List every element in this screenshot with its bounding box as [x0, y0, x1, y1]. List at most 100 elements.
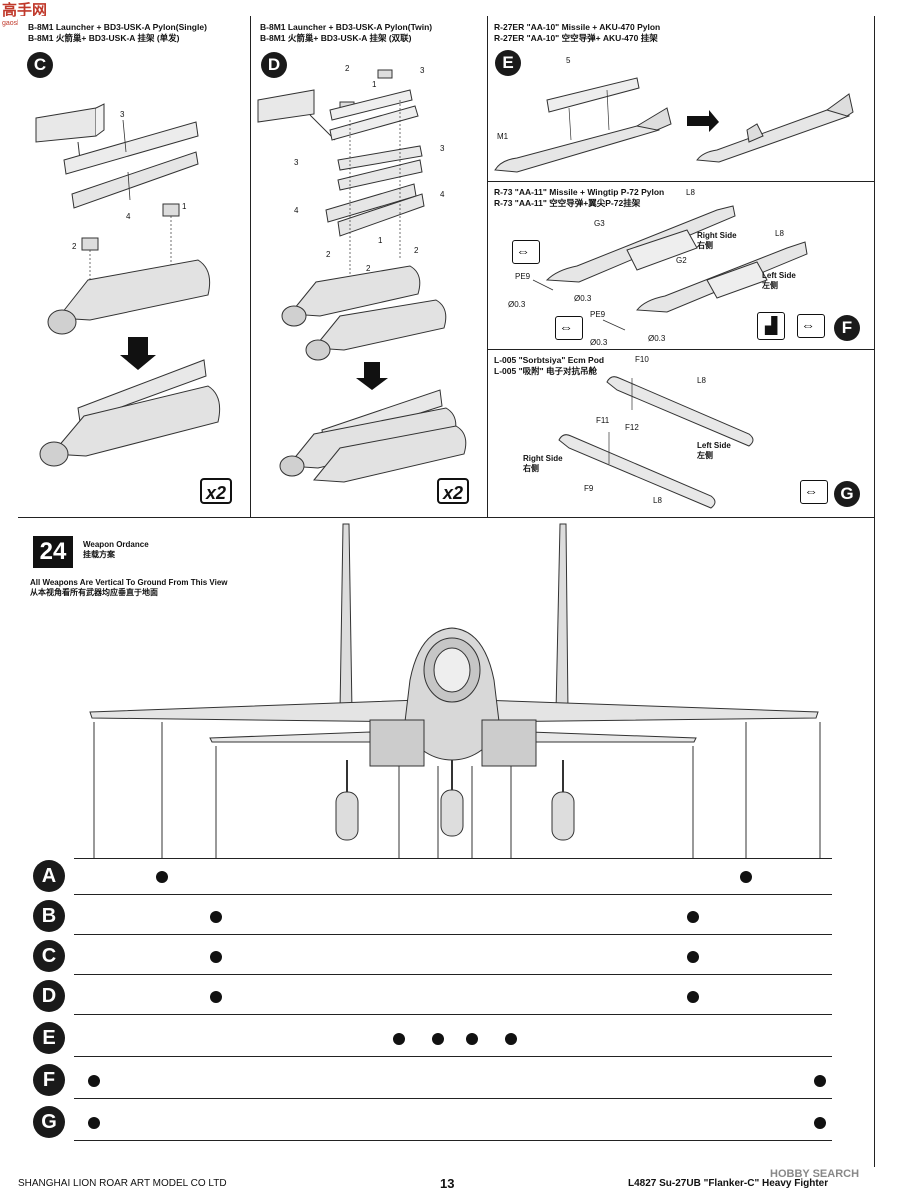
row-divider	[74, 974, 832, 975]
mount-dot-d	[210, 991, 222, 1003]
panel-d-part-3a: 3	[420, 66, 425, 75]
panel-g-letter: G	[834, 481, 860, 507]
panel-g-part-l8-a: L8	[697, 376, 706, 385]
step-note-en: All Weapons Are Vertical To Ground From …	[30, 578, 228, 587]
mount-dot-a	[740, 871, 752, 883]
panel-d-title-cn: B-8M1 火箭巢+ BD3-USK-A 挂架 (双联)	[260, 33, 412, 43]
panel-f-mirror-icon: ⇔	[797, 314, 825, 338]
aircraft-front-view	[89, 523, 821, 858]
panel-g-mirror-icon: ⇔	[800, 480, 828, 504]
panel-d-part-4a: 4	[440, 190, 445, 199]
arrow-both-icon: ⇔	[804, 483, 818, 499]
panel-d-part-2b: 2	[326, 250, 331, 259]
arrow-both-icon: ⇔	[516, 243, 530, 259]
row-divider	[74, 934, 832, 935]
arrow-both-icon: ⇔	[801, 317, 815, 333]
panel-f-part-l8-top: L8	[686, 188, 695, 197]
panel-f-diagram	[532, 205, 808, 331]
footer-company: SHANGHAI LION ROAR ART MODEL CO LTD	[18, 1178, 227, 1189]
footer-kit-name: L4827 Su-27UB "Flanker-C" Heavy Fighter	[628, 1178, 829, 1189]
panel-d-part-1b: 1	[378, 236, 383, 245]
watermark-brand: 高手网	[2, 2, 48, 19]
step-24-panel	[18, 517, 875, 1167]
mount-dot-c	[210, 951, 222, 963]
arrow-both-icon: ⇔	[559, 319, 573, 335]
mount-dot-b	[687, 911, 699, 923]
mount-dot-e	[466, 1033, 478, 1045]
panel-f-left-side-en: Left Side	[762, 271, 796, 280]
panel-c-diagram	[35, 103, 221, 467]
mount-dot-c	[687, 951, 699, 963]
panel-d-part-2d: 2	[414, 246, 419, 255]
panel-d-letter: D	[261, 52, 287, 78]
panel-c-multiplier: x2	[200, 478, 232, 504]
panel-c-part-1: 1	[182, 202, 187, 211]
step-title-cn: 挂载方案	[83, 550, 115, 559]
mount-dot-a	[156, 871, 168, 883]
step-note-cn: 从本视角看所有武器均应垂直于地面	[30, 588, 158, 597]
panel-g-left-side-cn: 左侧	[697, 451, 713, 460]
panel-d-diagram	[257, 69, 467, 483]
cement-tube-icon: ▟	[765, 318, 778, 335]
panel-f-symmetric-icon: ⇔	[512, 240, 540, 264]
panel-c-letter: C	[27, 52, 53, 78]
mount-dot-g	[814, 1117, 826, 1129]
panel-f-title-en: R-73 "AA-11" Missile + Wingtip P-72 Pylo…	[494, 187, 665, 197]
panel-d-multiplier: x2	[437, 478, 469, 504]
panel-e-part-m1: M1	[497, 132, 509, 141]
row-letter-d: D	[33, 980, 65, 1012]
panel-d-part-3b: 3	[440, 144, 445, 153]
panel-c-part-4: 4	[126, 212, 131, 221]
mount-dot-f	[88, 1075, 100, 1087]
panel-f-part-l8-right: L8	[775, 229, 784, 238]
step-title-en: Weapon Ordance	[83, 540, 149, 549]
panel-g-part-l8-b: L8	[653, 496, 662, 505]
panel-d-title-en: B-8M1 Launcher + BD3-USK-A Pylon(Twin)	[260, 22, 433, 32]
panel-c-title-cn: B-8M1 火箭巢+ BD3-USK-A 挂架 (单发)	[28, 33, 180, 43]
panel-g-part-f12: F12	[625, 423, 639, 432]
panel-f-title-cn: R-73 "AA-11" 空空导弹+翼尖P-72挂架	[494, 198, 641, 208]
panel-e-part-5: 5	[566, 56, 571, 65]
panel-f-part-d03-b: Ø0.3	[574, 294, 592, 303]
row-letter-e: E	[33, 1022, 65, 1054]
mount-dot-g	[88, 1117, 100, 1129]
panel-e-diagram	[494, 77, 854, 173]
mount-dot-b	[210, 911, 222, 923]
footer-watermark: HOBBY SEARCH	[770, 1168, 860, 1180]
panel-g-right-side-en: Right Side	[523, 454, 563, 463]
mount-dot-e	[432, 1033, 444, 1045]
panel-e-title-cn: R-27ER "AA-10" 空空导弹+ AKU-470 挂架	[494, 33, 658, 43]
panel-g-title-cn: L-005 "吸附" 电子对抗吊舱	[494, 366, 597, 376]
panel-f-part-g2: G2	[676, 256, 687, 265]
panel-f-part-d03-c: Ø0.3	[590, 338, 608, 347]
panel-f-part-d03-d: Ø0.3	[648, 334, 666, 343]
panel-d-part-4b: 4	[294, 206, 299, 215]
panel-f-symmetric-icon-2: ⇔	[555, 316, 583, 340]
panel-c-part-3: 3	[120, 110, 125, 119]
mount-dot-e	[393, 1033, 405, 1045]
panel-c-part-2: 2	[72, 242, 77, 251]
panel-d-part-2a: 2	[345, 64, 350, 73]
row-letter-a: A	[33, 860, 65, 892]
row-letter-g: G	[33, 1106, 65, 1138]
panel-f-cement-icon: ▟	[757, 312, 785, 340]
panel-d-part-3c: 3	[294, 158, 299, 167]
row-divider	[74, 1140, 832, 1141]
mount-dot-e	[505, 1033, 517, 1045]
panel-e-letter: E	[495, 50, 521, 76]
footer-page-number: 13	[440, 1176, 455, 1191]
step-number: 24	[33, 536, 73, 568]
panel-g-title-en: L-005 "Sorbtsiya" Ecm Pod	[494, 355, 605, 365]
panel-e-title-en: R-27ER "AA-10" Missile + AKU-470 Pylon	[494, 22, 661, 32]
panel-f-part-g3: G3	[594, 219, 605, 228]
row-divider	[74, 1098, 832, 1099]
mount-dot-d	[687, 991, 699, 1003]
panel-g-part-f10: F10	[635, 355, 649, 364]
row-divider	[74, 858, 832, 859]
panel-f-part-pe9-a: PE9	[515, 272, 531, 281]
panel-f-right-side-cn: 右侧	[697, 241, 713, 250]
panel-f-part-pe9-b: PE9	[590, 310, 606, 319]
panel-g-right-side-cn: 右侧	[523, 464, 539, 473]
row-divider	[74, 894, 832, 895]
panel-f	[487, 181, 875, 350]
